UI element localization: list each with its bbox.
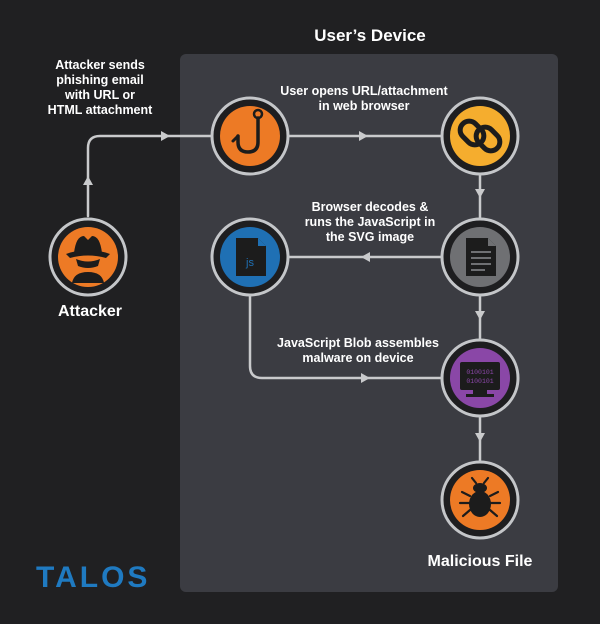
user-opens-label: User opens URL/attachment in web browser	[280, 84, 448, 113]
arrow-right-to-hook	[161, 131, 170, 141]
talos-logo: TALOS	[36, 561, 151, 594]
phishing-node	[210, 96, 290, 176]
attacker-action-label: Attacker sends phishing email with URL o…	[47, 58, 153, 117]
device-title: User’s Device	[314, 26, 426, 45]
js-text: js	[245, 257, 254, 269]
bug-icon	[458, 476, 502, 518]
arrow-down-to-computer	[475, 311, 485, 320]
spy-hat-icon	[66, 236, 110, 283]
arrow-down-to-document	[475, 189, 485, 198]
connector-attacker-to-hook	[86, 134, 215, 218]
binary-monitor-icon: 0100101 0100101	[460, 362, 500, 397]
arrow-up-attacker	[83, 176, 93, 185]
link-node	[440, 96, 520, 176]
js-file-icon: js	[236, 238, 266, 276]
binary-line-1: 0100101	[466, 369, 493, 376]
attacker-node	[48, 217, 128, 297]
attacker-label: Attacker	[57, 303, 123, 320]
malicious-file-label: Malicious File	[427, 553, 533, 570]
malware-node	[440, 460, 520, 540]
document-icon	[466, 238, 496, 276]
arrow-left-to-js	[361, 252, 370, 262]
chain-link-icon	[457, 118, 503, 154]
fishing-hook-icon	[231, 108, 264, 154]
javascript-node: js	[210, 217, 290, 297]
computer-node: 0100101 0100101	[440, 338, 520, 418]
arrow-down-to-bug	[475, 433, 485, 442]
blob-assembles-label: JavaScript Blob assembles malware on dev…	[277, 336, 439, 365]
browser-decodes-label: Browser decodes & runs the JavaScript in…	[304, 200, 436, 244]
binary-line-2: 0100101	[466, 378, 493, 385]
connector-js-to-computer	[248, 294, 444, 380]
arrow-right-to-computer	[361, 373, 370, 383]
arrow-right-to-link	[359, 131, 368, 141]
document-node	[440, 217, 520, 297]
